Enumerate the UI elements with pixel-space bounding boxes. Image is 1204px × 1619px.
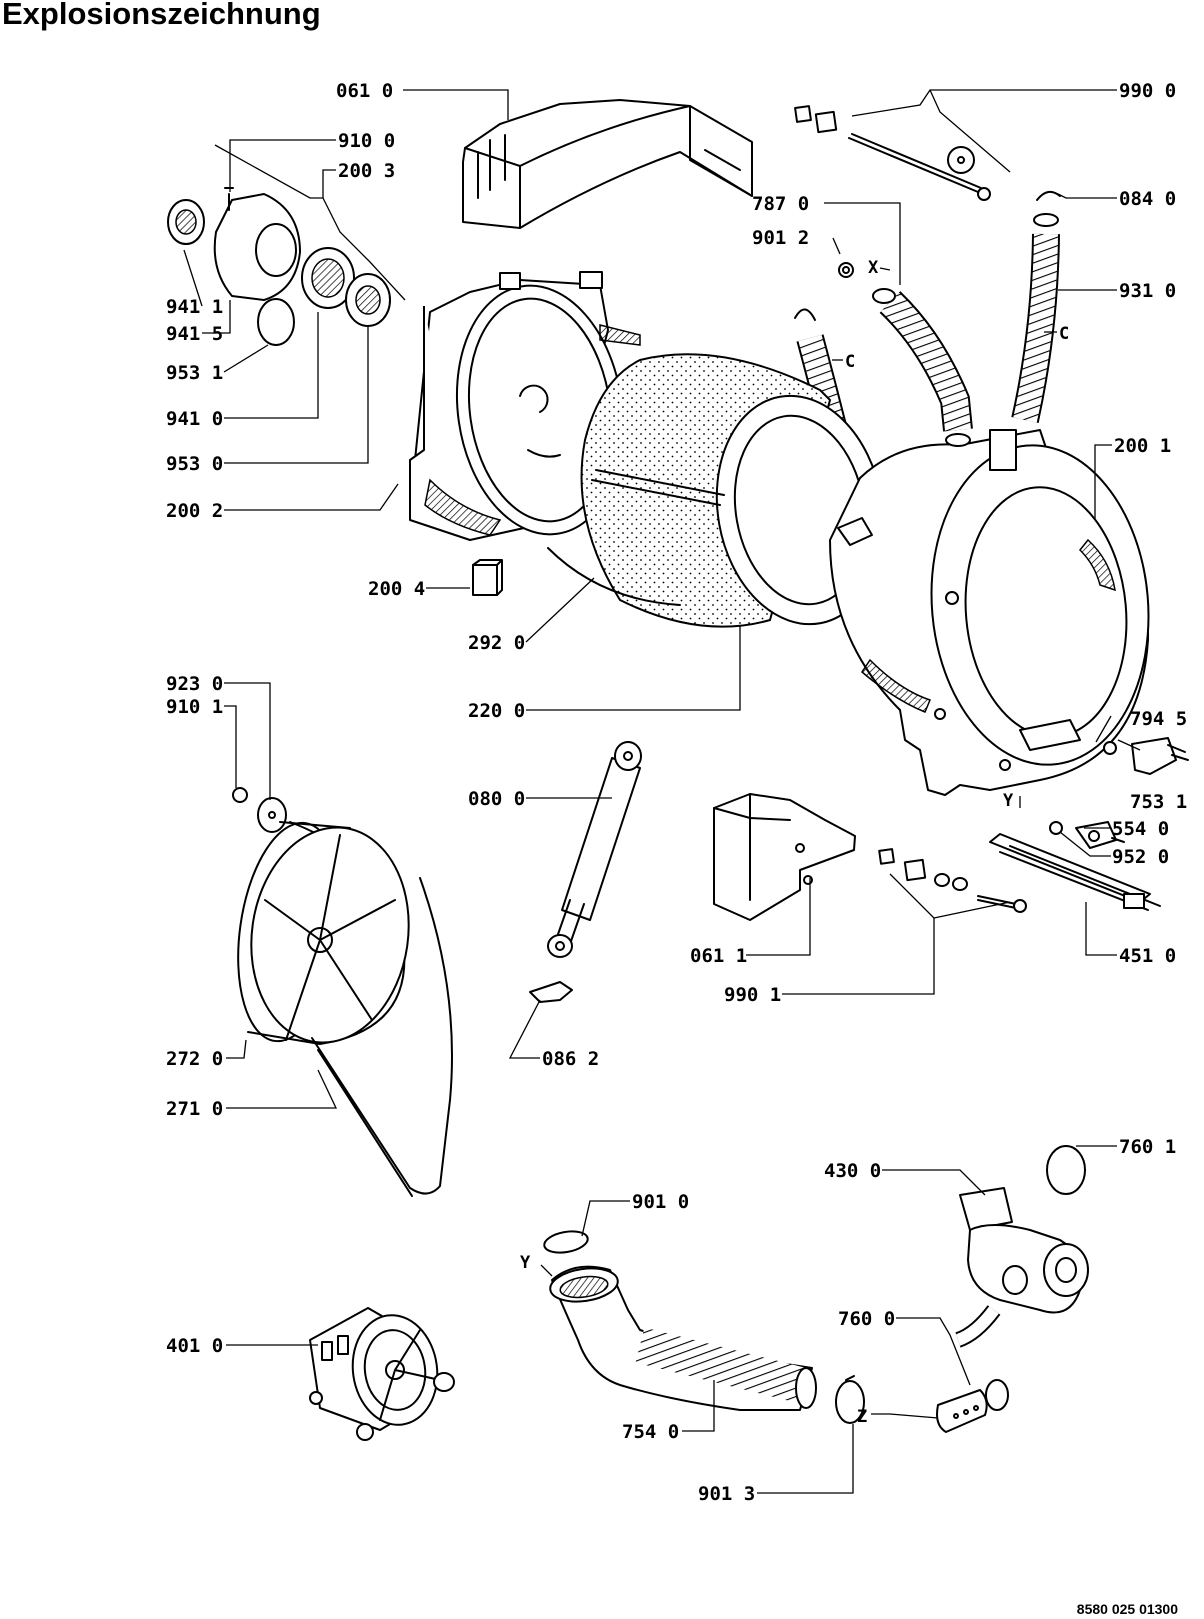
callout-084-0: 084 0 [1119,188,1176,210]
tub-rear-half [409,271,641,541]
document-number: 8580 025 01300 [1076,1601,1178,1617]
hose-right [1011,213,1060,424]
marker-z: Z [857,1407,867,1427]
marker-x: X [868,258,879,278]
callout-953-1: 953 1 [166,362,223,384]
hose-elbow-and-filter [936,1305,1009,1433]
pulley [237,821,410,1045]
drive-belt [311,877,453,1197]
callout-990-1: 990 1 [724,984,781,1006]
callout-941-5: 941 5 [166,323,223,345]
callout-952-0: 952 0 [1112,846,1169,868]
marker-y-hose: Y [520,1253,531,1273]
page-title: Explosionszeichnung [2,0,321,31]
bearing-assembly [167,187,391,346]
motor [309,1307,455,1441]
clip-part [1036,190,1061,201]
callout-080-0: 080 0 [468,788,525,810]
washer-and-nut [232,787,287,833]
counterweight-top [462,99,753,229]
callout-061-1: 061 1 [690,945,747,967]
marker-c-right: C [1059,324,1069,344]
callout-200-1: 200 1 [1114,435,1171,457]
marker-c-left: C [845,352,855,372]
callout-754-0: 754 0 [622,1421,679,1443]
callout-200-2: 200 2 [166,500,223,522]
callout-953-0: 953 0 [166,453,223,475]
callout-292-0: 292 0 [468,632,525,654]
callout-760-0: 760 0 [838,1308,895,1330]
drain-pump [959,1187,1089,1314]
hose-clamp [835,1375,865,1424]
callout-901-3: 901 3 [698,1483,755,1505]
sealing-ring [1046,1145,1086,1195]
small-bracket [472,559,503,596]
sump-hose [543,1230,817,1411]
callout-200-3: 200 3 [338,160,395,182]
callout-220-0: 220 0 [468,700,525,722]
callout-401-0: 401 0 [166,1335,223,1357]
bellows-hose [838,262,973,432]
heating-element [989,833,1161,911]
leader-lines [183,89,1141,1494]
callout-787-0: 787 0 [752,193,809,215]
callout-086-2: 086 2 [542,1048,599,1070]
callout-271-0: 271 0 [166,1098,223,1120]
callout-200-4: 200 4 [368,578,425,600]
callout-753-1: 753 1 [1130,791,1187,813]
callout-990-0: 990 0 [1119,80,1176,102]
marker-x-tick [879,267,891,271]
marker-y-tub: Y [1003,791,1014,811]
tub-front-half [829,429,1150,796]
shock-absorber [547,741,642,958]
callout-901-0: 901 0 [632,1191,689,1213]
callout-941-0: 941 0 [166,408,223,430]
callout-910-0: 910 0 [338,130,395,152]
callout-430-0: 430 0 [824,1160,881,1182]
callout-941-1: 941 1 [166,296,223,318]
callout-931-0: 931 0 [1119,280,1176,302]
bolt-kit-top [794,105,991,201]
small-clip [529,981,573,1003]
callout-794-5: 794 5 [1130,708,1187,730]
callout-272-0: 272 0 [166,1048,223,1070]
callout-760-1: 760 1 [1119,1136,1176,1158]
callout-910-1: 910 1 [166,696,223,718]
callout-923-0: 923 0 [166,673,223,695]
callout-901-2: 901 2 [752,227,809,249]
counterweight-front [713,793,856,921]
callout-451-0: 451 0 [1119,945,1176,967]
callout-061-0: 061 0 [336,80,393,102]
callout-labels: 061 0 910 0 200 3 990 0 084 0 787 0 901 … [166,80,1187,1505]
bolt-kit-front [878,848,1027,913]
callout-554-0: 554 0 [1112,818,1169,840]
